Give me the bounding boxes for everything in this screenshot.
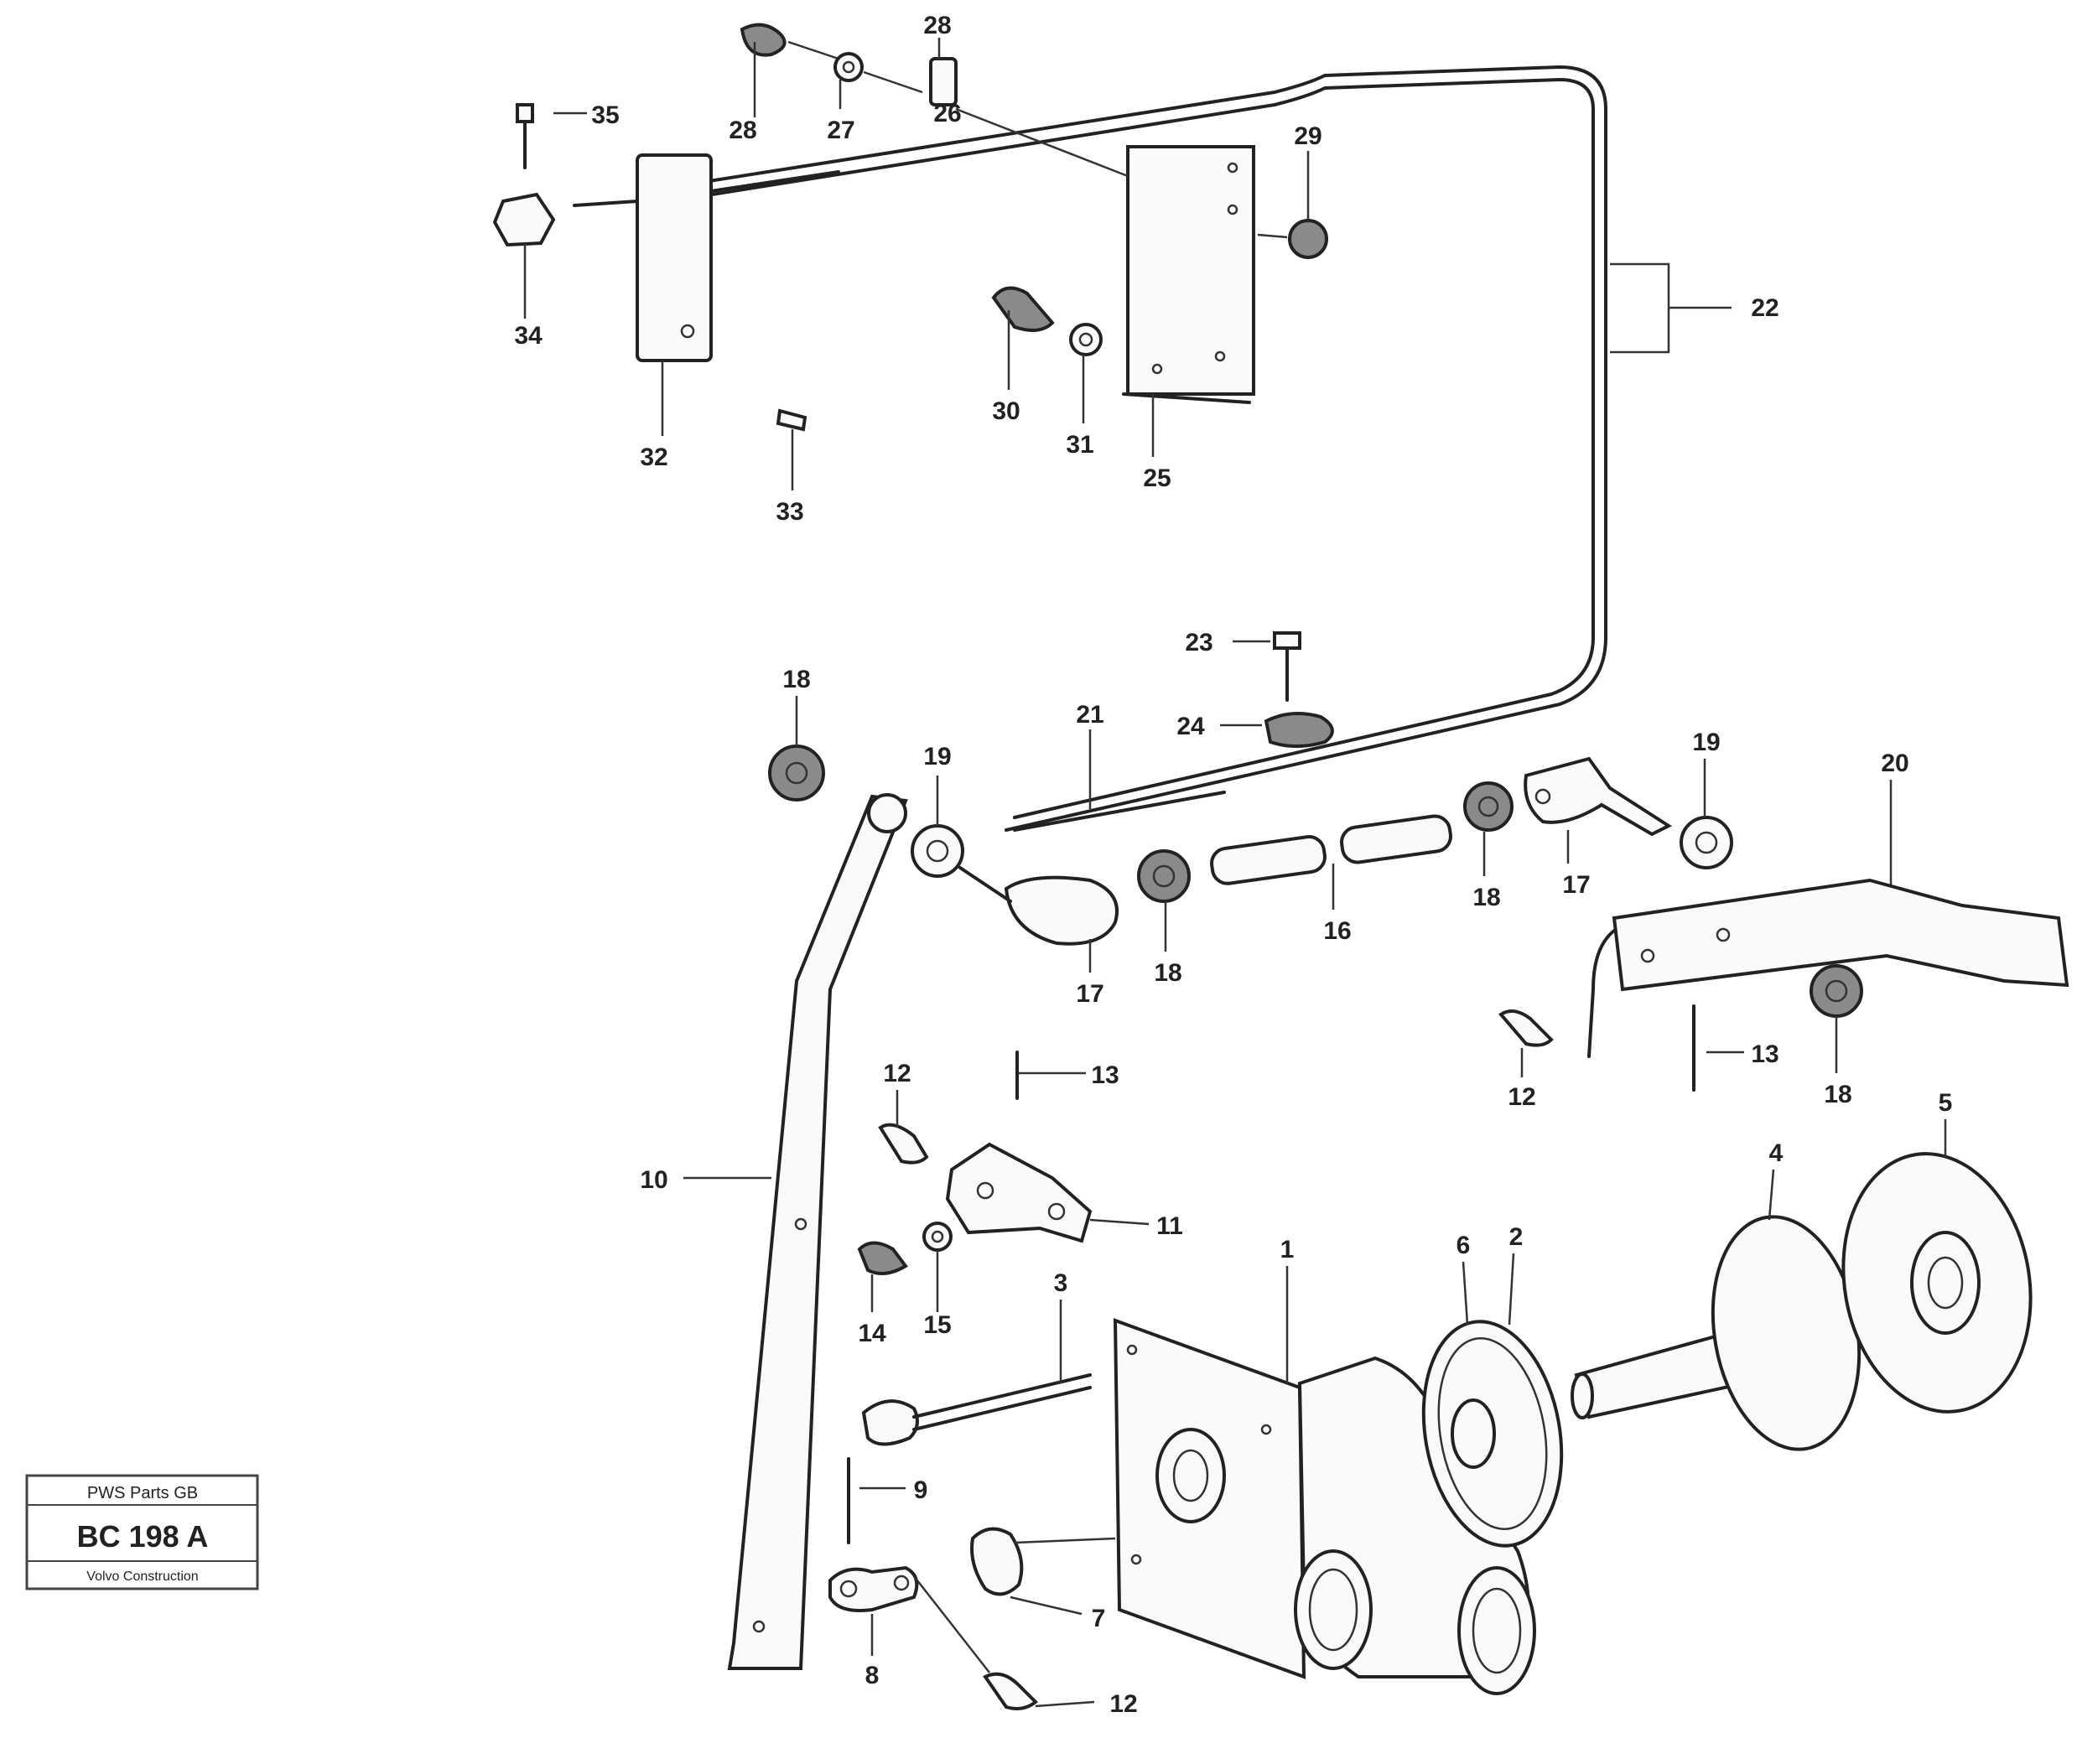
callout-24: 24 — [1176, 713, 1205, 740]
rod-end-part-17-left — [958, 866, 1119, 946]
control-cable-loop — [686, 65, 1607, 832]
stamp-top: PWS Parts GB — [87, 1484, 198, 1502]
callout-33: 33 — [776, 498, 803, 526]
clip-part-12-lower — [983, 1672, 1038, 1710]
callout-32: 32 — [640, 444, 667, 471]
rod-part-21 — [1013, 791, 1226, 832]
nut-part-18-right — [1463, 781, 1514, 832]
lever-part-10 — [727, 793, 908, 1670]
callout-30: 30 — [992, 397, 1020, 425]
plate-part-25 — [1122, 145, 1255, 404]
callout-27: 27 — [827, 117, 854, 144]
bolt-part-3 — [861, 1373, 1092, 1446]
callout-8: 8 — [865, 1662, 880, 1689]
callout-13-right: 13 — [1751, 1040, 1778, 1068]
callout-28b: 28 — [729, 117, 756, 144]
callout-17-left: 17 — [1076, 980, 1103, 1008]
callout-3: 3 — [1054, 1269, 1068, 1297]
callout-labels: 28 28 27 26 35 34 32 33 30 31 25 29 22 2… — [514, 12, 1952, 1718]
nut-part-18-lower — [1810, 964, 1863, 1018]
callout-18-right: 18 — [1472, 884, 1500, 911]
callout-17-right: 17 — [1562, 871, 1590, 899]
callout-12-lower: 12 — [1109, 1690, 1137, 1718]
callout-9: 9 — [914, 1476, 928, 1504]
callout-12-right: 12 — [1508, 1083, 1535, 1111]
callout-12-left: 12 — [883, 1060, 911, 1087]
turnbuckle-part-16 — [1210, 814, 1452, 885]
clip-part-12-upper-left — [878, 1123, 929, 1165]
link-part-11 — [945, 1142, 1093, 1243]
reference-stamp: PWS Parts GB BC 198 A Volvo Construction — [25, 1474, 259, 1590]
nut-part-29 — [1257, 219, 1328, 259]
callout-29: 29 — [1294, 122, 1321, 150]
callout-20: 20 — [1881, 750, 1908, 777]
disc-part-5 — [1841, 1152, 2033, 1414]
washer-part-31 — [1069, 323, 1103, 356]
callout-11: 11 — [1156, 1212, 1183, 1240]
callout-35: 35 — [591, 101, 619, 129]
washer-part-27 — [833, 52, 923, 94]
fastener-part-28 — [740, 23, 839, 60]
clamp-part-24 — [1264, 712, 1334, 748]
callout-34: 34 — [514, 322, 543, 350]
valve-housing-part-1 — [1113, 1318, 1536, 1695]
washer-part-15 — [922, 1222, 953, 1252]
callout-10: 10 — [640, 1166, 667, 1194]
callout-15: 15 — [923, 1311, 951, 1339]
callout-6: 6 — [1456, 1232, 1471, 1259]
lever-part-20 — [1587, 878, 2069, 1058]
bolt-part-30 — [991, 286, 1055, 332]
callout-16: 16 — [1323, 917, 1351, 945]
callout-18-top: 18 — [782, 666, 810, 693]
callout-21: 21 — [1076, 701, 1103, 729]
callout-18-lower: 18 — [1824, 1081, 1851, 1108]
nut-part-34 — [492, 192, 556, 247]
callout-22: 22 — [1751, 294, 1778, 322]
link-part-8 — [828, 1565, 919, 1612]
callout-25: 25 — [1143, 464, 1171, 492]
callout-13-left: 13 — [1091, 1061, 1119, 1089]
bolt-part-14 — [857, 1241, 908, 1275]
washer-part-19-right — [1680, 816, 1733, 869]
washer-part-19-left — [911, 824, 964, 878]
stamp-code: BC 198 A — [77, 1519, 209, 1554]
callout-31: 31 — [1066, 431, 1093, 459]
clip-part-12-right — [1498, 1009, 1554, 1047]
clip-part-26 — [929, 57, 1129, 178]
callout-23: 23 — [1185, 629, 1212, 656]
leader-lines — [523, 38, 1947, 1708]
shaft-part-4 — [1571, 1215, 1862, 1451]
callout-1: 1 — [1280, 1236, 1295, 1263]
callout-2: 2 — [1509, 1223, 1524, 1251]
bushing-part-7 — [970, 1527, 1024, 1596]
o-ring-part-6 — [1451, 1398, 1496, 1469]
callout-19-right: 19 — [1692, 729, 1720, 756]
callout-14: 14 — [858, 1320, 886, 1347]
pin-part-33 — [776, 408, 807, 432]
callout-19-left: 19 — [923, 743, 951, 770]
callout-18-mid: 18 — [1154, 959, 1181, 987]
callout-4: 4 — [1769, 1139, 1784, 1167]
stamp-bottom: Volvo Construction — [86, 1569, 198, 1584]
callout-26: 26 — [933, 100, 961, 127]
bolt-part-23 — [1273, 631, 1301, 702]
nut-part-18-top — [768, 745, 825, 802]
callout-28: 28 — [923, 12, 951, 39]
callout-7: 7 — [1092, 1605, 1106, 1632]
bracket-part-32 — [573, 153, 840, 362]
rod-end-part-17-right — [1524, 756, 1673, 837]
bolt-part-35 — [516, 103, 534, 169]
nut-part-18-mid — [1137, 849, 1191, 903]
callout-5: 5 — [1939, 1089, 1953, 1117]
